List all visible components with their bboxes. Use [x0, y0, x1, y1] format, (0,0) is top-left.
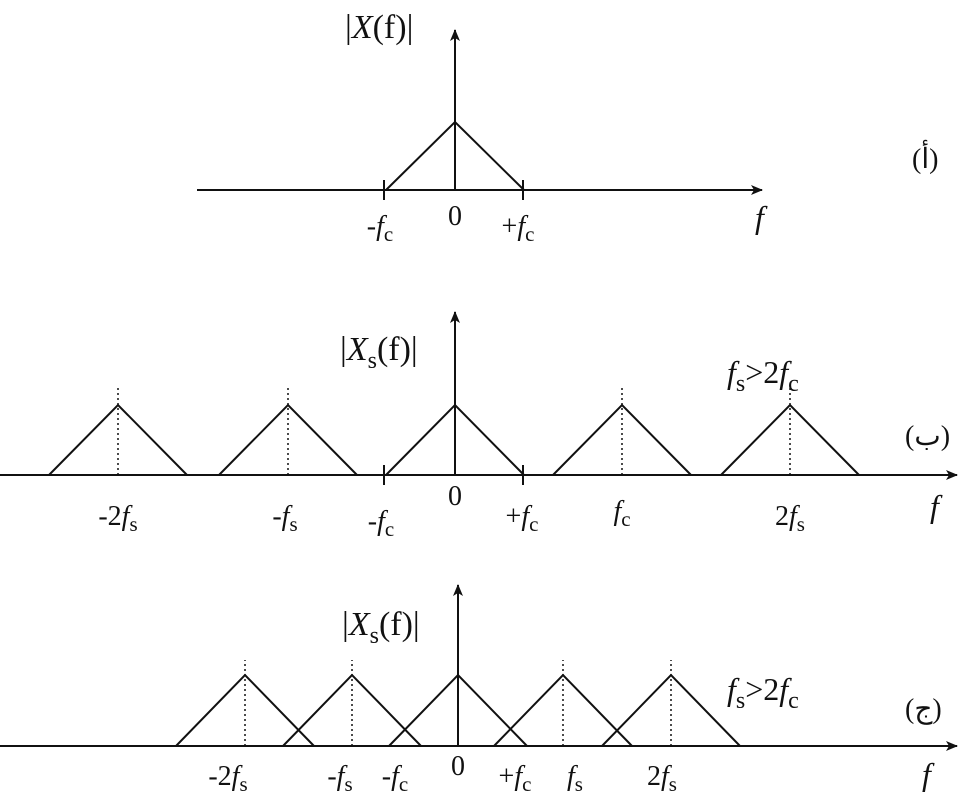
- x-axis-label: f: [930, 488, 943, 524]
- label-subscript: c: [788, 371, 799, 397]
- label-f: f: [521, 501, 532, 532]
- tick-label: -fc: [367, 211, 393, 246]
- label-f: f: [613, 496, 624, 527]
- label-prefix: -: [367, 211, 376, 242]
- tick-label: -fc: [382, 761, 408, 792]
- panel-label: (أ): [912, 140, 938, 175]
- label-arg: (f): [373, 9, 407, 46]
- label-f: f: [282, 501, 293, 532]
- label-f: f: [232, 761, 243, 792]
- label-op: >2: [745, 671, 779, 707]
- panel-label: (ب): [905, 421, 950, 452]
- label-subscript: s: [344, 772, 352, 792]
- spectrum-triangle: [385, 403, 525, 476]
- label-prefix: +: [499, 761, 515, 792]
- label-subscript: c: [788, 688, 799, 714]
- label-subscript: s: [736, 371, 745, 397]
- tick-label: -fs: [272, 501, 297, 536]
- label-prefix: 0: [448, 201, 462, 232]
- label-f: f: [517, 211, 528, 242]
- tick-label: 0: [451, 751, 465, 782]
- tick-label: +fc: [506, 501, 539, 536]
- tick-label: 0: [448, 481, 462, 512]
- label-arg: (f): [379, 606, 413, 643]
- label-f: f: [122, 501, 133, 532]
- label-subscript: s: [368, 348, 377, 374]
- abs-bar: |: [345, 9, 352, 46]
- label-f: f: [377, 506, 388, 537]
- tick-label: 2fs: [775, 501, 805, 536]
- label-subscript: s: [736, 688, 745, 714]
- label-f: f: [567, 761, 578, 792]
- label-main: X: [347, 606, 371, 643]
- tick-label: fs: [567, 761, 583, 792]
- label-prefix: -: [382, 761, 391, 792]
- abs-bar: |: [407, 9, 414, 46]
- tick-label: -fs: [327, 761, 352, 792]
- abs-bar: |: [413, 606, 420, 643]
- label-prefix: -: [272, 501, 281, 532]
- y-axis-label: |Xs(f)|: [342, 606, 420, 649]
- label-subscript: s: [370, 623, 379, 649]
- label-prefix: 0: [451, 751, 465, 782]
- tick-label: -2fs: [98, 501, 137, 536]
- x-axis-label: f: [922, 756, 935, 792]
- abs-bar: |: [342, 606, 349, 643]
- label-prefix: -2: [208, 761, 231, 792]
- label-subscript: s: [669, 772, 677, 792]
- label-prefix: +: [502, 211, 518, 242]
- tick-label: 0: [448, 201, 462, 232]
- label-arg: (f): [377, 331, 411, 368]
- label-subscript: s: [575, 772, 583, 792]
- label-prefix: -: [327, 761, 336, 792]
- label-subscript: s: [289, 512, 297, 536]
- label-f: f: [514, 761, 525, 792]
- label-prefix: 0: [448, 481, 462, 512]
- tick-label: +fc: [502, 211, 535, 246]
- abs-bar: |: [340, 331, 347, 368]
- tick-label: -fc: [368, 506, 394, 541]
- label-subscript: c: [385, 517, 394, 541]
- label-prefix: +: [506, 501, 522, 532]
- label-prefix: -2: [98, 501, 121, 532]
- spectrum-triangle: [385, 120, 525, 191]
- label-subscript: c: [525, 222, 534, 246]
- label-subscript: s: [797, 512, 805, 536]
- label-f: f: [376, 211, 387, 242]
- label-subscript: s: [129, 512, 137, 536]
- label-main: X: [345, 331, 369, 368]
- label-subscript: c: [399, 772, 408, 792]
- panel-label: (ج): [905, 694, 942, 725]
- sampling-condition: fs>2fc: [727, 671, 799, 714]
- label-f: f: [391, 761, 402, 792]
- tick-label: fc: [613, 496, 630, 531]
- y-axis-label: |Xs(f)|: [340, 331, 418, 374]
- label-subscript: s: [239, 772, 247, 792]
- sampling-condition: fs>2fc: [727, 354, 799, 397]
- label-main: X: [350, 9, 374, 46]
- label-op: >2: [745, 354, 779, 390]
- abs-bar: |: [411, 331, 418, 368]
- label-f: f: [337, 761, 348, 792]
- label-subscript: c: [529, 512, 538, 536]
- label-subscript: c: [522, 772, 531, 792]
- tick-label: +fc: [499, 761, 532, 792]
- label-subscript: c: [384, 222, 393, 246]
- label-subscript: c: [621, 507, 630, 531]
- x-axis-label: f: [755, 199, 768, 235]
- spectrum-triangle: [388, 673, 528, 747]
- label-f: f: [789, 501, 800, 532]
- y-axis-label: |X(f)|: [345, 9, 413, 46]
- tick-label: 2fs: [647, 761, 677, 792]
- label-prefix: 2: [647, 761, 661, 792]
- label-prefix: 2: [775, 501, 789, 532]
- label-prefix: -: [368, 506, 377, 537]
- tick-label: -2fs: [208, 761, 247, 792]
- label-f: f: [661, 761, 672, 792]
